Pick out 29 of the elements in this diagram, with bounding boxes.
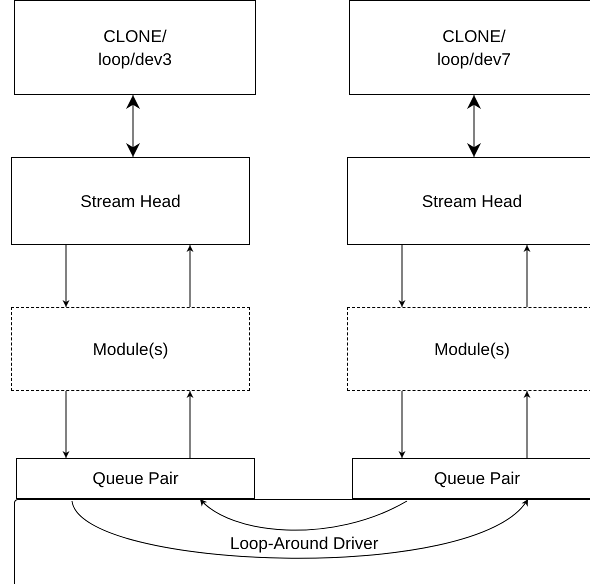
stream-head-box [347,157,590,245]
arrow [524,390,530,458]
box-label: Module(s) [92,338,170,360]
arrow [186,244,194,308]
box-label: Queue Pair [433,468,521,490]
arrow [200,498,408,530]
arrow [186,390,194,458]
arrow [62,244,70,308]
driver-label: Loop-Around Driver [230,533,378,555]
arrow [62,390,70,458]
arrow [398,390,406,458]
box-label: CLONE/ loop/dev7 [436,26,512,70]
arrow [524,244,530,308]
box-label: Module(s) [433,338,511,360]
arrow [72,498,528,559]
module-box [347,307,590,391]
queue-pair-box [352,458,590,499]
device-box [14,0,256,95]
stream-head-box [11,157,250,245]
arrow [467,94,481,158]
arrow [126,94,140,158]
box-label: Stream Head [420,190,524,212]
box-label: CLONE/ loop/dev3 [97,26,173,70]
box-label: Queue Pair [92,468,180,490]
arrow [398,244,406,308]
module-box [11,307,250,391]
device-box [349,0,590,95]
box-label: Stream Head [79,190,182,212]
queue-pair-box [16,458,255,499]
